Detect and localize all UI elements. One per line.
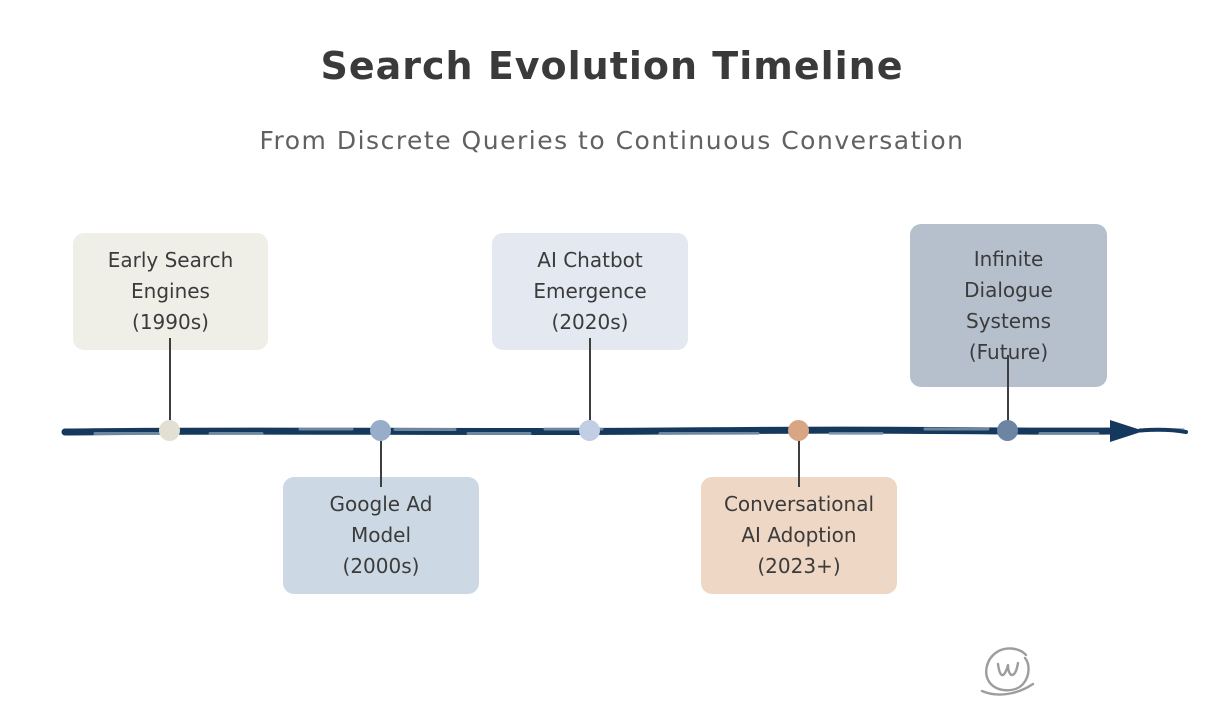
milestone-label: Conversational AI Adoption: [723, 492, 875, 547]
milestone-label: Infinite Dialogue Systems: [964, 246, 1053, 333]
milestone-connector: [1007, 355, 1009, 431]
whimsical-signature-icon: [980, 647, 1035, 696]
milestone-box-google-ad-model: Google Ad Model (2000s): [283, 477, 479, 594]
milestone-connector: [380, 431, 382, 487]
milestone-period: (1990s): [132, 310, 209, 334]
milestone-connector: [798, 431, 800, 487]
milestone-period: (2000s): [342, 554, 420, 578]
milestone-dot: [159, 420, 180, 441]
milestone-dot: [370, 420, 391, 441]
milestone-label: AI Chatbot Emergence: [533, 248, 647, 303]
milestone-label: Early Search Engines: [107, 248, 234, 303]
timeline-line-tip-tail: [1138, 427, 1188, 434]
timeline-line: [61, 426, 1116, 436]
milestone-period: (2023+): [757, 554, 841, 578]
page-title: Search Evolution Timeline: [320, 44, 904, 88]
milestone-dot: [579, 420, 600, 441]
arrowhead-icon: [1110, 420, 1144, 442]
milestone-dot: [997, 420, 1018, 441]
milestone-label: Google Ad Model: [329, 492, 433, 547]
milestone-period: (2020s): [551, 310, 629, 334]
milestone-connector: [169, 338, 171, 431]
page-subtitle: From Discrete Queries to Continuous Conv…: [259, 126, 965, 155]
milestone-connector: [589, 338, 591, 431]
milestone-box-early-search-engines: Early Search Engines (1990s): [73, 233, 268, 350]
milestone-box-ai-chatbot-emergence: AI Chatbot Emergence (2020s): [492, 233, 688, 350]
milestone-dot: [788, 420, 809, 441]
milestone-box-conversational-ai-adoption: Conversational AI Adoption (2023+): [701, 477, 897, 594]
